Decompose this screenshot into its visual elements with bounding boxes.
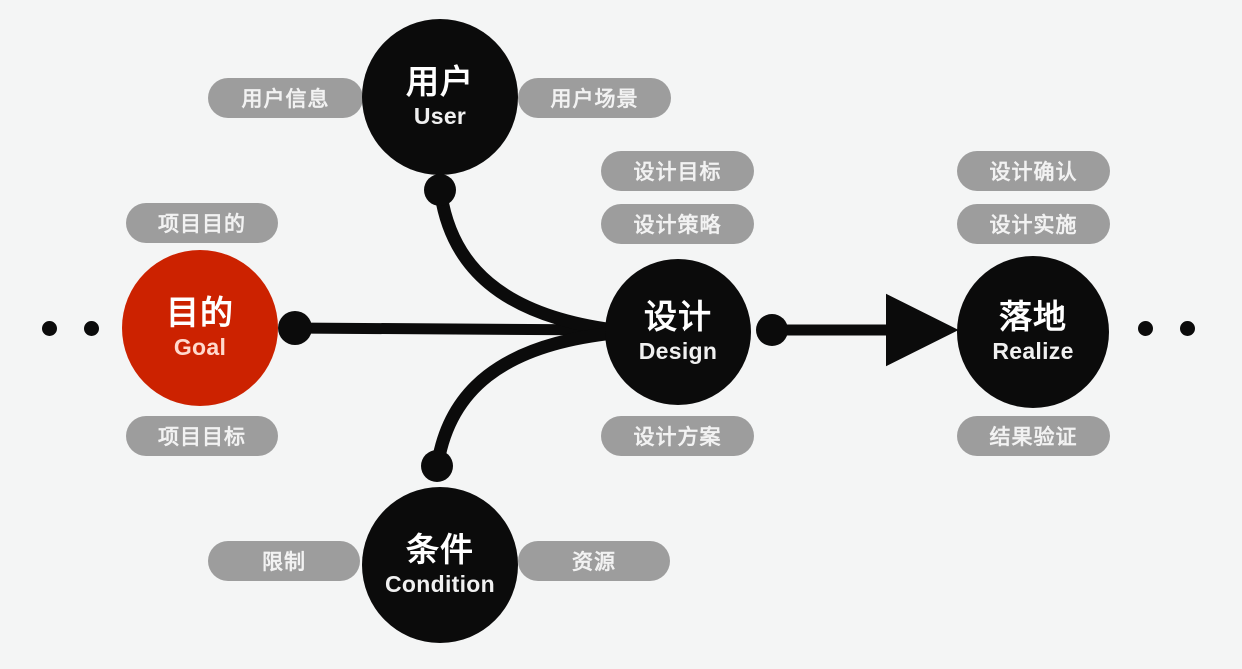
pill-user-left[interactable]: 用户信息 [208,78,363,118]
ellipsis-dot-left-2 [84,321,99,336]
node-user[interactable]: 用户 User [362,19,518,175]
connector-dot-condition-out [421,450,453,482]
edge-goal-to-design [289,322,616,336]
node-realize-label-cn: 落地 [999,297,1067,335]
pill-realize-bottom[interactable]: 结果验证 [957,416,1110,456]
node-design-label-en: Design [638,338,718,365]
pill-realize-top-2[interactable]: 设计实施 [957,204,1110,244]
node-user-label-cn: 用户 [406,62,474,100]
node-condition[interactable]: 条件 Condition [362,487,518,643]
ellipsis-dot-right-1 [1138,321,1153,336]
node-goal-label-cn: 目的 [166,293,234,331]
node-goal-label-en: Goal [173,334,227,361]
node-design-label-cn: 设计 [644,297,712,335]
edge-user-to-design [434,188,621,337]
ellipsis-dot-right-2 [1180,321,1195,336]
pill-design-bottom[interactable]: 设计方案 [601,416,754,456]
node-user-label-en: User [413,103,467,130]
pill-user-right[interactable]: 用户场景 [518,78,671,118]
connector-dot-design-out [756,314,788,346]
edge-condition-to-design [431,326,621,469]
node-design[interactable]: 设计 Design [605,259,751,405]
pill-condition-right[interactable]: 资源 [518,541,670,581]
pill-design-top-2[interactable]: 设计策略 [601,204,754,244]
node-goal[interactable]: 目的 Goal [122,250,278,406]
pill-goal-top[interactable]: 项目目的 [126,203,278,243]
node-realize[interactable]: 落地 Realize [957,256,1109,408]
ellipsis-dot-left-1 [42,321,57,336]
pill-realize-top-1[interactable]: 设计确认 [957,151,1110,191]
connector-dot-user-out [424,174,456,206]
connector-dot-goal-out [278,311,312,345]
pill-condition-left[interactable]: 限制 [208,541,360,581]
node-condition-label-cn: 条件 [406,530,474,568]
node-condition-label-en: Condition [385,571,495,598]
pill-goal-bottom[interactable]: 项目目标 [126,416,278,456]
node-realize-label-en: Realize [992,338,1074,365]
pill-design-top-1[interactable]: 设计目标 [601,151,754,191]
